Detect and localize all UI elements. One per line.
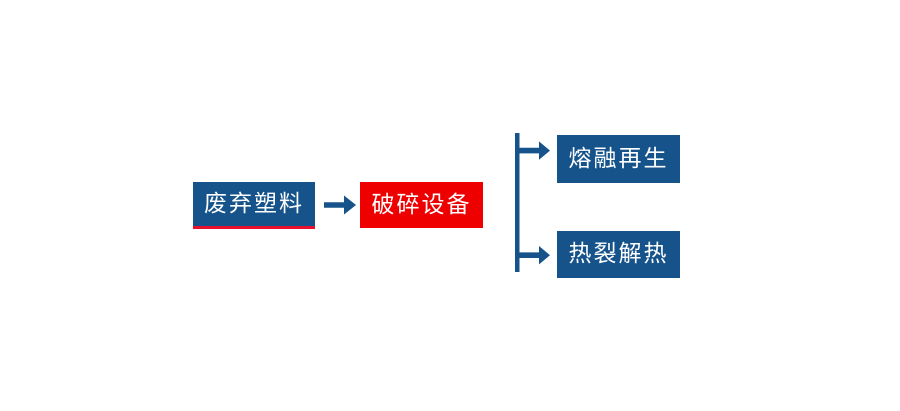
node-melt-regeneration-label: 熔融再生 bbox=[568, 145, 669, 172]
node-waste-plastic-label: 废弃塑料 bbox=[204, 190, 304, 217]
branch-split-arrows-icon bbox=[505, 125, 560, 285]
node-pyrolysis[interactable]: 热裂解热 bbox=[557, 231, 680, 278]
node-crusher[interactable]: 破碎设备 bbox=[360, 182, 483, 228]
node-melt-regeneration[interactable]: 熔融再生 bbox=[557, 135, 680, 183]
node-waste-plastic[interactable]: 废弃塑料 bbox=[193, 182, 315, 229]
node-crusher-label: 破碎设备 bbox=[371, 191, 472, 218]
node-pyrolysis-label: 热裂解热 bbox=[568, 241, 669, 267]
arrow-right-icon bbox=[322, 190, 358, 220]
